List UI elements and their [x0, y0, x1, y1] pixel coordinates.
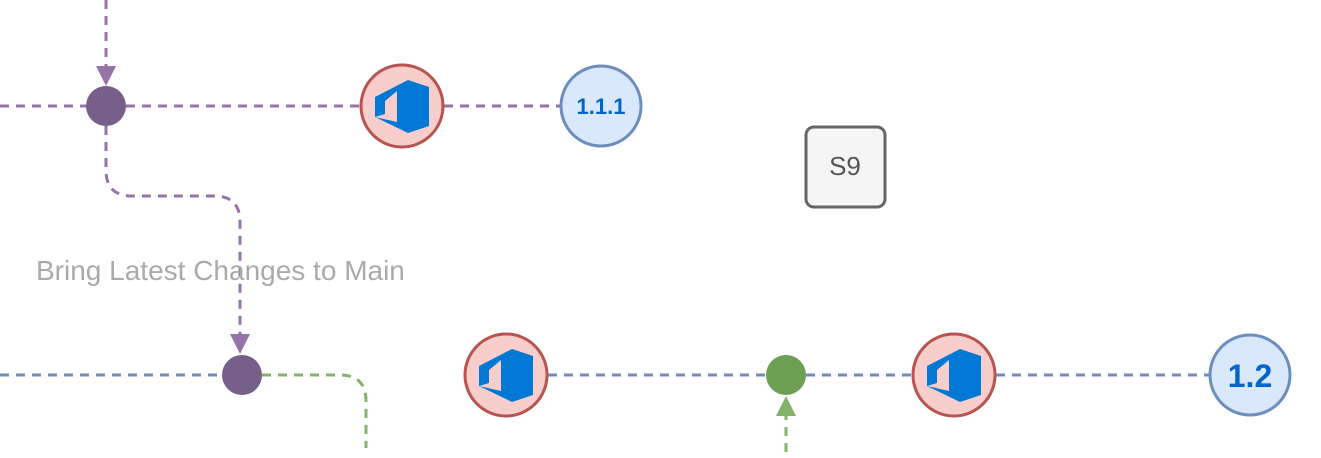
- version-badge-bottom[interactable]: 1.2: [1208, 333, 1292, 417]
- version-label-top: 1.1.1: [577, 94, 626, 119]
- merge-arrowhead: [230, 334, 250, 354]
- pipeline-node-main-1[interactable]: [463, 332, 549, 418]
- feature-branch-out: [262, 373, 368, 448]
- incoming-arrowhead: [96, 66, 116, 86]
- merge-to-main-connector: [104, 126, 242, 336]
- stage-label-text: S9: [829, 151, 861, 181]
- pipeline-node-top[interactable]: [359, 63, 445, 149]
- pipeline-node-main-2[interactable]: [911, 332, 997, 418]
- feature-merge-commit-node: [766, 355, 806, 395]
- version-badge-top[interactable]: 1.1.1: [559, 64, 643, 148]
- feature-arrowhead: [776, 396, 796, 416]
- stage-label-box[interactable]: S9: [804, 125, 887, 209]
- release-commit-node: [86, 86, 126, 126]
- azure-devops-icon: [375, 80, 429, 133]
- main-merge-commit-node: [222, 355, 262, 395]
- feature-branch-lines: [262, 373, 788, 452]
- azure-devops-icon: [927, 349, 981, 402]
- version-label-bottom: 1.2: [1228, 358, 1272, 394]
- release-branch-lines: [0, 0, 560, 336]
- azure-devops-icon: [479, 349, 533, 402]
- merge-annotation: Bring Latest Changes to Main: [36, 255, 405, 286]
